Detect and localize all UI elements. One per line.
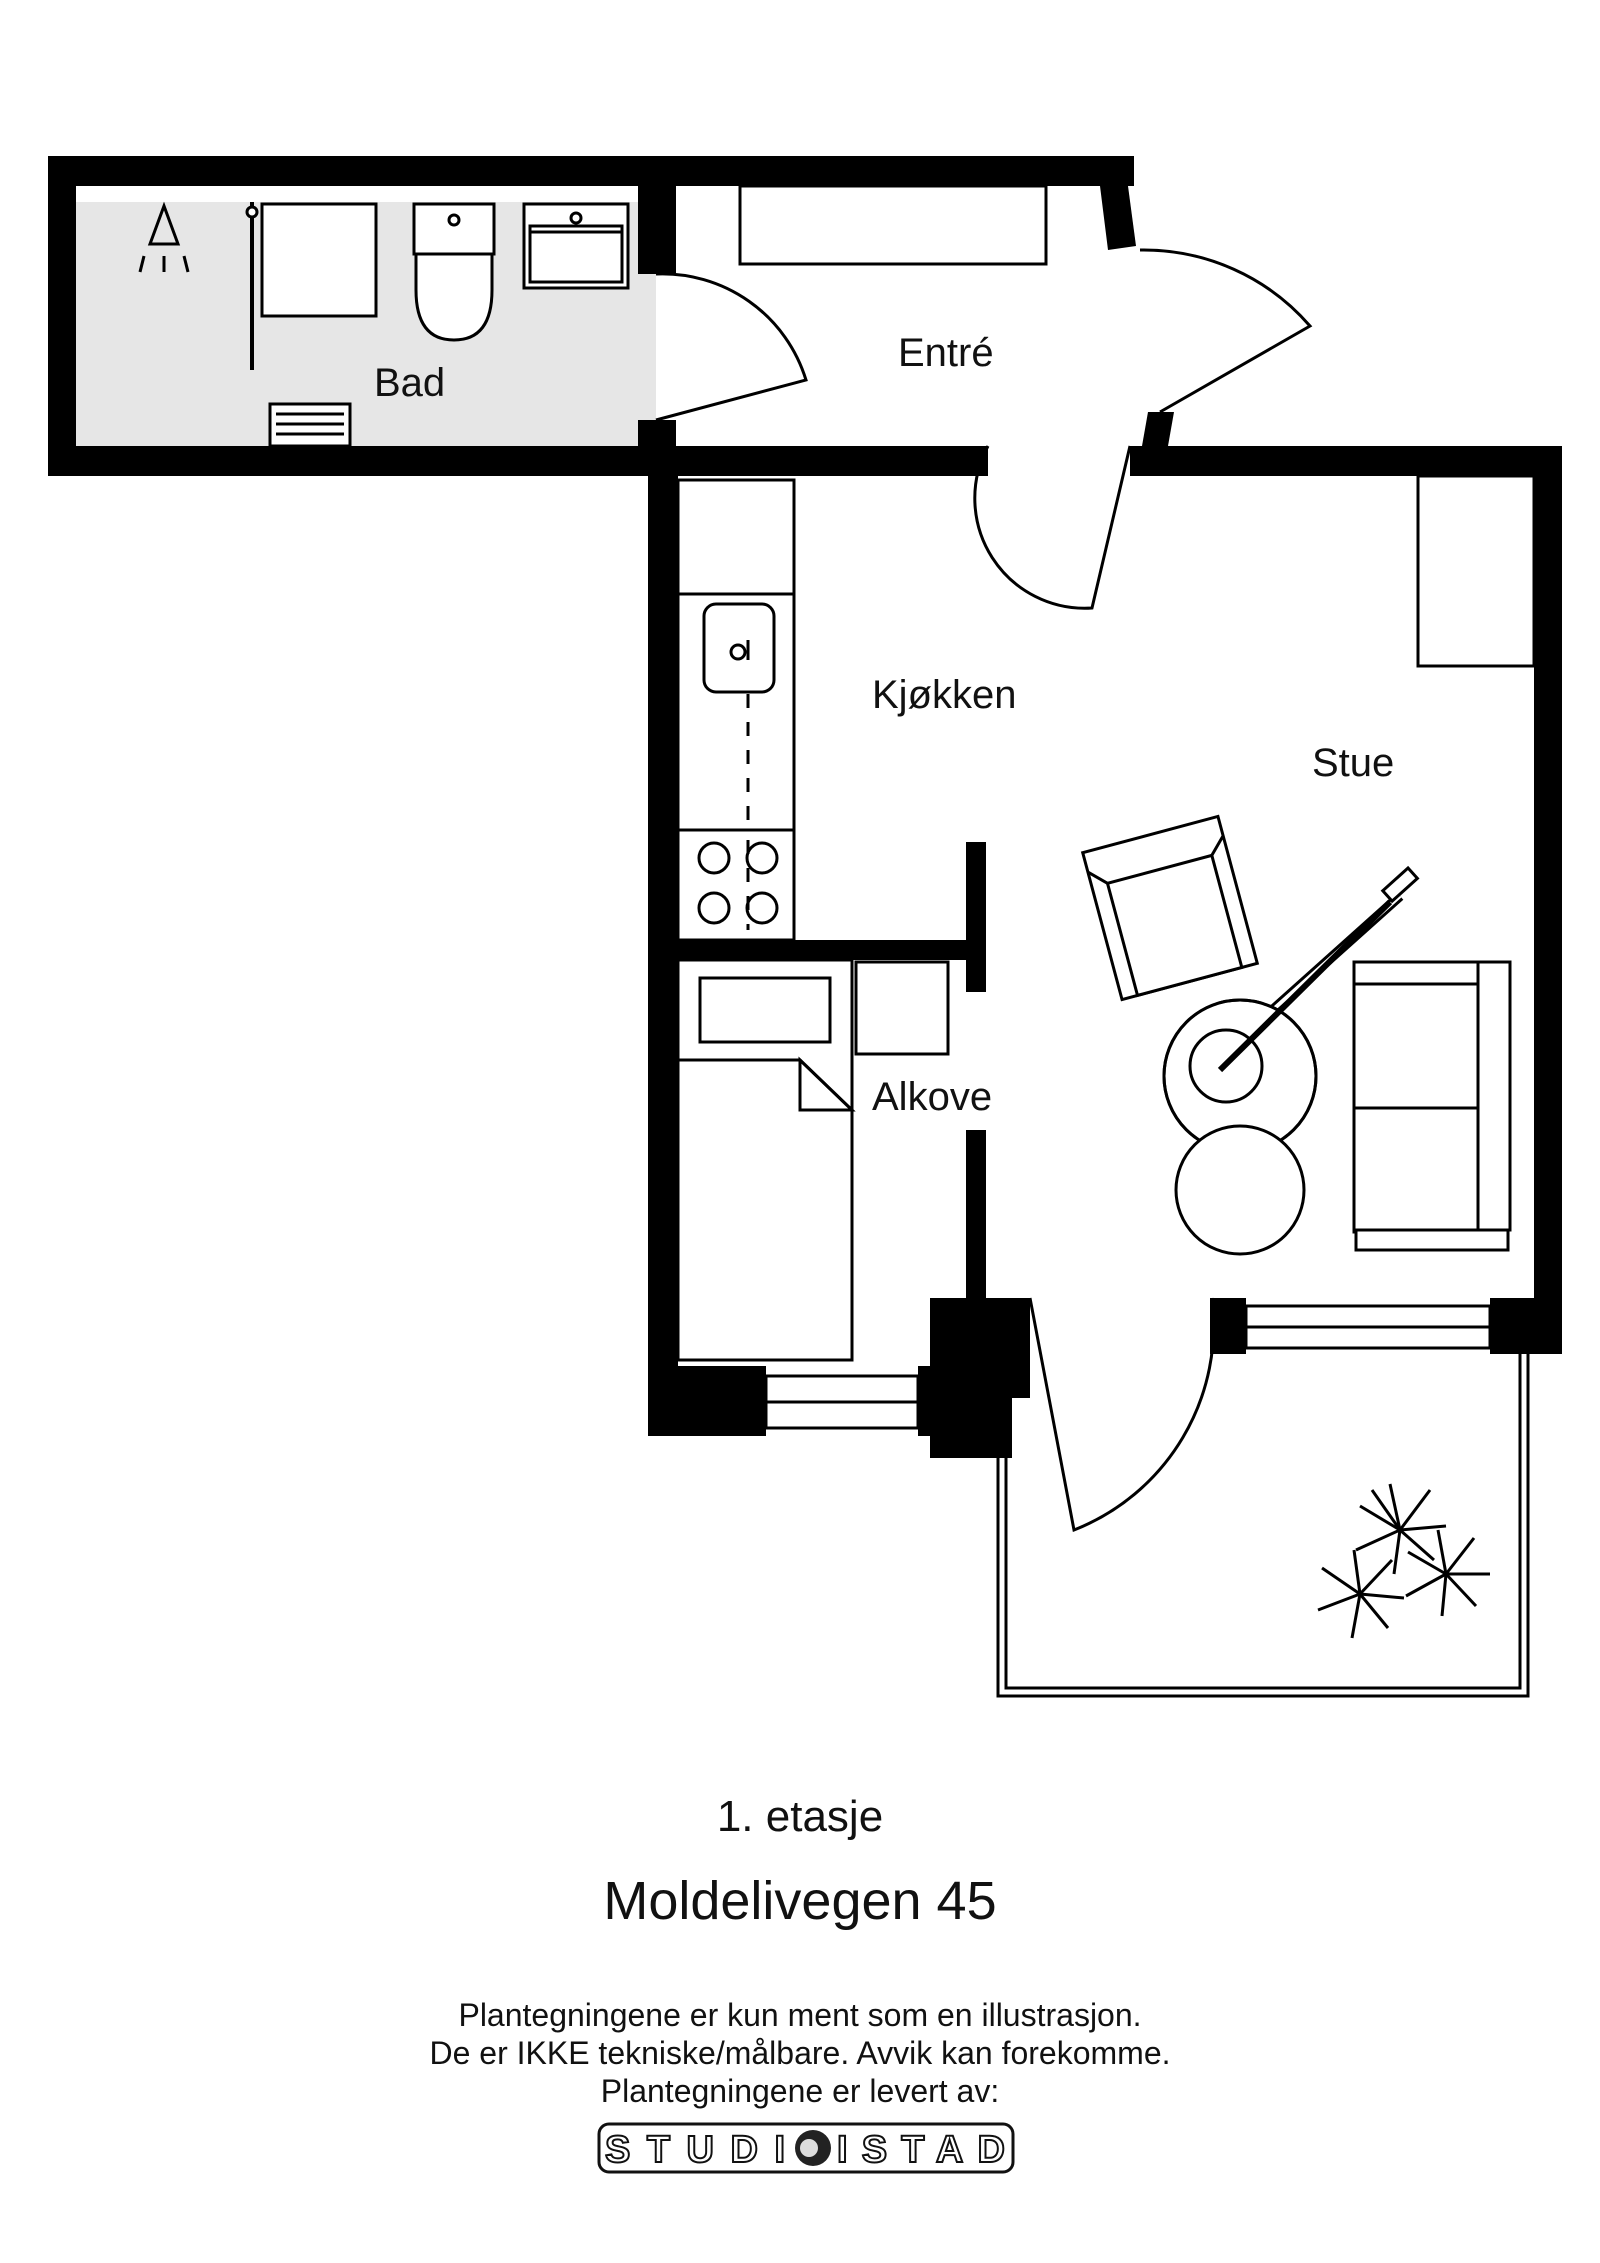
windows bbox=[738, 184, 1492, 1430]
balcony bbox=[996, 1354, 1530, 1698]
disclaimer-line-1: Plantegningene er kun ment som en illust… bbox=[458, 1997, 1142, 2033]
sofa bbox=[1352, 960, 1512, 1252]
disclaimer-line-3: Plantegningene er levert av: bbox=[600, 2073, 1000, 2109]
room-label-alkove: Alkove bbox=[872, 1075, 992, 1119]
doors bbox=[655, 248, 1313, 1533]
pillow bbox=[698, 976, 832, 1044]
logo-text-right: ISTAD bbox=[837, 2129, 1005, 2171]
room-label-bad: Bad bbox=[374, 361, 445, 405]
kitchen-fixtures bbox=[676, 478, 796, 942]
floor-level: 1. etasje bbox=[716, 1792, 884, 1841]
wardrobe bbox=[1416, 474, 1536, 668]
plant-icon bbox=[1317, 1483, 1490, 1639]
floor-plan: Bad Entré Kjøkken Stue Alkove bbox=[48, 156, 1562, 1698]
round-stool bbox=[1174, 1124, 1306, 1256]
room-label-entre: Entré bbox=[898, 331, 994, 375]
bathroom-fixtures bbox=[138, 201, 630, 448]
room-label-kjokken: Kjøkken bbox=[872, 673, 1017, 717]
towel-radiator bbox=[268, 402, 352, 448]
bathroom-sink bbox=[522, 202, 630, 290]
disclaimer-line-2: De er IKKE tekniske/målbare. Avvik kan f… bbox=[429, 2035, 1171, 2071]
nightstand bbox=[854, 960, 950, 1056]
alcove-fixtures bbox=[676, 958, 950, 1362]
toilet-icon bbox=[412, 202, 496, 342]
room-label-stue: Stue bbox=[1312, 741, 1394, 785]
walls bbox=[48, 156, 1562, 1458]
property-address: Moldelivegen 45 bbox=[603, 1871, 997, 1931]
shower-icon bbox=[138, 201, 190, 273]
living-room-furniture bbox=[1080, 474, 1536, 1256]
studio-istad-logo: STUDI ISTAD bbox=[597, 2122, 1015, 2174]
armchair bbox=[1080, 814, 1260, 1002]
kitchen-sink bbox=[702, 602, 776, 694]
washing-machine bbox=[260, 202, 378, 318]
stove-icon bbox=[697, 840, 779, 930]
